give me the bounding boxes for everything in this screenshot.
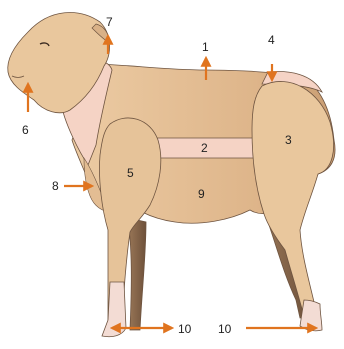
label-10-front: 10 xyxy=(178,322,192,336)
far-front-leg xyxy=(128,218,146,330)
label-9: 9 xyxy=(198,187,205,201)
label-8: 8 xyxy=(52,179,59,193)
label-1: 1 xyxy=(202,40,209,54)
label-4: 4 xyxy=(268,33,275,47)
label-6: 6 xyxy=(22,123,29,137)
label-2: 2 xyxy=(201,141,208,155)
label-7: 7 xyxy=(106,15,113,29)
label-10-hind: 10 xyxy=(218,322,232,336)
front-leg xyxy=(99,118,160,320)
label-5: 5 xyxy=(127,166,134,180)
hind-hoof xyxy=(300,300,322,331)
label-3: 3 xyxy=(285,133,292,147)
